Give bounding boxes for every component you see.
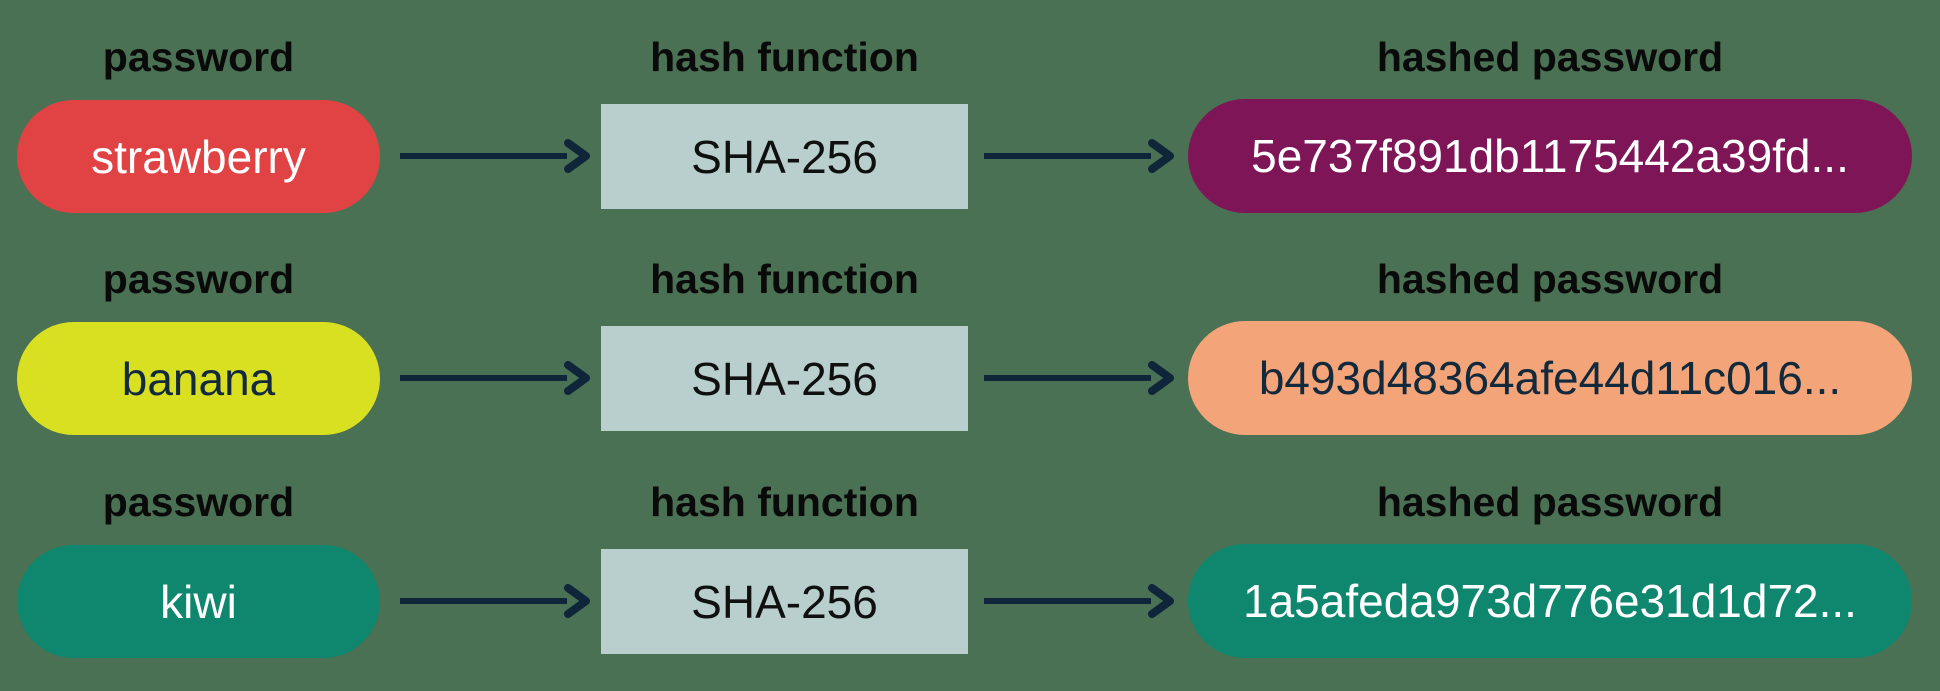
- password-pill: strawberry: [17, 100, 380, 213]
- password-label: password: [102, 479, 295, 525]
- hashed-password-value: b493d48364afe44d11c016...: [1258, 352, 1842, 404]
- hashed-password-cell: hashed password 5e737f891db1175442a39fd.…: [1188, 35, 1912, 213]
- hash-function-box: SHA-256: [601, 326, 968, 431]
- hash-function-label: hash function: [650, 34, 919, 80]
- hash-function-label: hash function: [650, 479, 919, 525]
- hash-function-label: hash function: [650, 256, 919, 302]
- password-label: password: [102, 34, 295, 80]
- hashed-password-cell: hashed password 1a5afeda973d776e31d1d72.…: [1188, 480, 1912, 658]
- password-label: password: [102, 256, 295, 302]
- hashed-password-value: 1a5afeda973d776e31d1d72...: [1243, 575, 1857, 627]
- hash-function-cell: hash function SHA-256: [601, 257, 968, 431]
- hash-algorithm: SHA-256: [691, 575, 878, 628]
- hashed-password-pill: b493d48364afe44d11c016...: [1188, 321, 1912, 435]
- hashed-password-value: 5e737f891db1175442a39fd...: [1251, 130, 1849, 182]
- hash-function-box: SHA-256: [601, 549, 968, 654]
- hash-function-cell: hash function SHA-256: [601, 35, 968, 209]
- hash-row-banana: password banana hash function SHA-256 ha…: [0, 257, 1940, 488]
- arrow-right-icon: [984, 139, 1174, 173]
- arrow-right-icon: [400, 361, 590, 395]
- hashed-password-label: hashed password: [1376, 479, 1724, 525]
- hashed-password-pill: 5e737f891db1175442a39fd...: [1188, 99, 1912, 213]
- hash-row-strawberry: password strawberry hash function SHA-25…: [0, 35, 1940, 266]
- hash-function-cell: hash function SHA-256: [601, 480, 968, 654]
- password-cell: password strawberry: [17, 35, 380, 213]
- arrow-right-icon: [400, 139, 590, 173]
- hash-algorithm: SHA-256: [691, 352, 878, 405]
- password-cell: password kiwi: [17, 480, 380, 658]
- hash-algorithm: SHA-256: [691, 130, 878, 183]
- password-value: kiwi: [160, 575, 237, 628]
- password-pill: kiwi: [17, 545, 380, 658]
- hashed-password-label: hashed password: [1376, 256, 1724, 302]
- hash-row-kiwi: password kiwi hash function SHA-256 hash…: [0, 480, 1940, 691]
- arrow-right-icon: [400, 584, 590, 618]
- password-pill: banana: [17, 322, 380, 435]
- hashed-password-pill: 1a5afeda973d776e31d1d72...: [1188, 544, 1912, 658]
- hash-function-box: SHA-256: [601, 104, 968, 209]
- hashed-password-cell: hashed password b493d48364afe44d11c016..…: [1188, 257, 1912, 435]
- password-value: banana: [121, 352, 276, 405]
- password-cell: password banana: [17, 257, 380, 435]
- hashed-password-label: hashed password: [1376, 34, 1724, 80]
- arrow-right-icon: [984, 584, 1174, 618]
- password-value: strawberry: [91, 130, 306, 183]
- arrow-right-icon: [984, 361, 1174, 395]
